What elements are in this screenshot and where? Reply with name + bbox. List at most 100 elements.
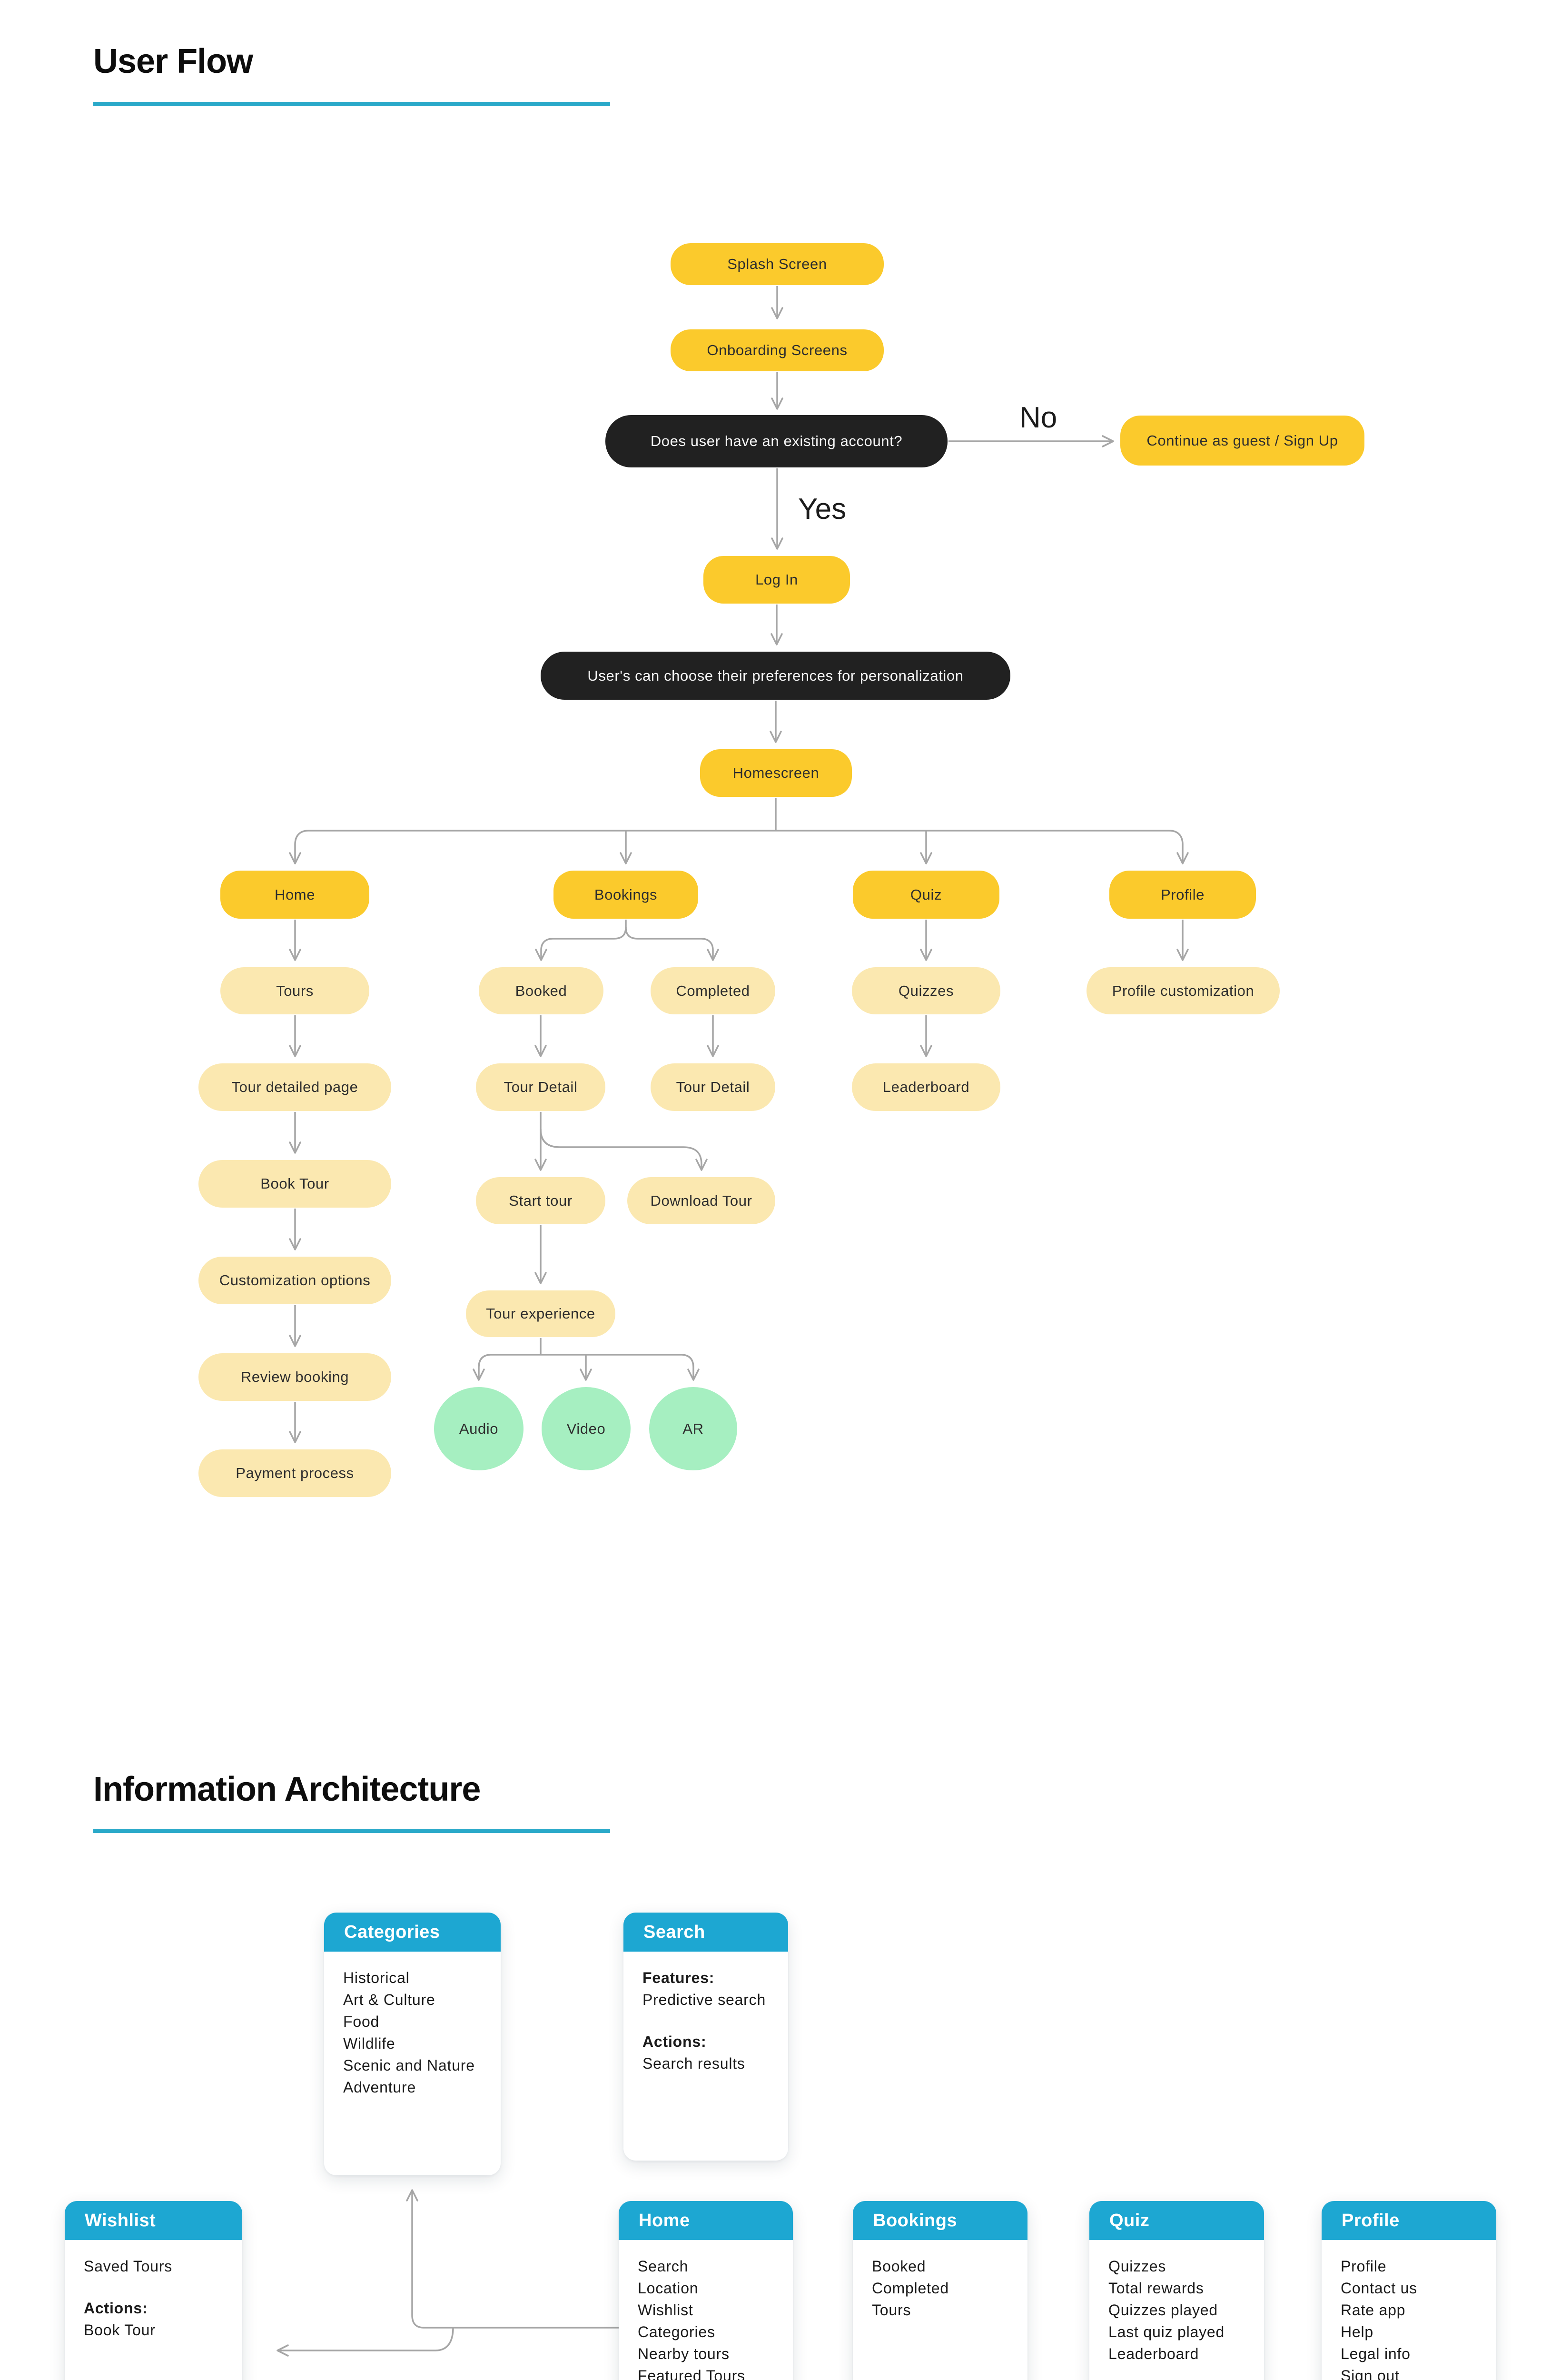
- flow-arrows: [289, 286, 1189, 1443]
- card-list-item: Wildlife: [343, 2035, 395, 2052]
- card-list-item: Actions:: [642, 2033, 707, 2050]
- card-list-item: Rate app: [1341, 2301, 1406, 2319]
- card-header-search: Search: [623, 1913, 788, 1952]
- flow-node-onboarding-screens: Onboarding Screens: [671, 329, 884, 371]
- ia-arrows: [277, 2189, 619, 2357]
- card-list-item: Featured Tours: [638, 2367, 745, 2380]
- card-list-item: Nearby tours: [638, 2345, 730, 2362]
- card-header-wishlist: Wishlist: [65, 2201, 242, 2240]
- user-flow-title: User Flow: [93, 42, 253, 80]
- flow-node-homescreen: Homescreen: [700, 749, 852, 797]
- flow-node-quizzes: Quizzes: [852, 967, 1000, 1014]
- card-list-item: Predictive search: [642, 1991, 766, 2008]
- flow-node-continue-as-guest: Continue as guest / Sign Up: [1120, 416, 1364, 466]
- card-list-item: Leaderboard: [1108, 2345, 1199, 2362]
- card-list-item: Art & Culture: [343, 1991, 435, 2008]
- card-list-item: Profile: [1341, 2258, 1387, 2275]
- flow-node-tour-detail-booked: Tour Detail: [476, 1063, 605, 1111]
- card-list-item: Saved Tours: [84, 2258, 173, 2275]
- card-header-home: Home: [619, 2201, 793, 2240]
- card-header-categories: Categories: [324, 1913, 501, 1952]
- flow-node-preferences: User's can choose their preferences for …: [541, 652, 1010, 700]
- flow-node-quiz: Quiz: [853, 871, 999, 919]
- flow-node-tour-experience: Tour experience: [466, 1290, 615, 1337]
- flow-node-splash-screen: Splash Screen: [671, 243, 884, 285]
- card-list-item: Search results: [642, 2055, 745, 2072]
- flow-node-tours: Tours: [220, 967, 369, 1014]
- flow-node-book-tour: Book Tour: [198, 1160, 391, 1208]
- flow-node-customization-options: Customization options: [198, 1257, 391, 1304]
- information-architecture-title: Information Architecture: [93, 1770, 481, 1808]
- bookings-fan-completed: [625, 927, 719, 961]
- flow-node-booked: Booked: [479, 967, 603, 1014]
- flow-node-profile-customization: Profile customization: [1087, 967, 1280, 1014]
- card-list-item: Scenic and Nature: [343, 2057, 475, 2074]
- card-list-item: Quizzes played: [1108, 2301, 1218, 2319]
- card-list-item: Legal info: [1341, 2345, 1411, 2362]
- information-architecture-title-underline: [93, 1829, 610, 1833]
- flow-node-download-tour: Download Tour: [627, 1177, 775, 1224]
- card-list-item: Historical: [343, 1969, 410, 1986]
- arrow-home-wishlist: [277, 2327, 454, 2357]
- flow-node-tour-detail-completed: Tour Detail: [651, 1063, 775, 1111]
- card-list-item: Categories: [638, 2323, 715, 2340]
- flow-node-completed: Completed: [651, 967, 775, 1014]
- experience-fan-audio: [473, 1354, 491, 1381]
- card-list-item: Contact us: [1341, 2280, 1417, 2297]
- flow-node-tour-detailed-page: Tour detailed page: [198, 1063, 391, 1111]
- flow-node-profile: Profile: [1109, 871, 1256, 919]
- card-list-item: Location: [638, 2280, 699, 2297]
- flow-node-ar: AR: [649, 1387, 737, 1470]
- card-list-item: Help: [1341, 2323, 1374, 2340]
- card-list-item: Adventure: [343, 2079, 416, 2096]
- card-list-item: Tours: [872, 2301, 911, 2319]
- flow-node-payment-process: Payment process: [198, 1449, 391, 1497]
- card-list-item: Search: [638, 2258, 689, 2275]
- user-flow-title-underline: [93, 102, 610, 106]
- flow-node-home: Home: [220, 871, 369, 919]
- flow-node-review-booking: Review booking: [198, 1353, 391, 1401]
- card-list-item: Wishlist: [638, 2301, 693, 2319]
- flow-node-video: Video: [542, 1387, 631, 1470]
- card-header-profile: Profile: [1322, 2201, 1496, 2240]
- branch-label-yes: Yes: [798, 493, 847, 526]
- card-list-item: Food: [343, 2013, 380, 2030]
- flow-node-account-question: Does user have an existing account?: [605, 415, 948, 467]
- card-list-item: Book Tour: [84, 2321, 156, 2339]
- arrow-tourdetail-download: [540, 1129, 708, 1171]
- card-header-bookings: Bookings: [853, 2201, 1027, 2240]
- card-header-quiz: Quiz: [1089, 2201, 1264, 2240]
- card-list-item: Completed: [872, 2280, 949, 2297]
- flow-node-start-tour: Start tour: [476, 1177, 605, 1224]
- card-list-item: Booked: [872, 2258, 926, 2275]
- flow-node-audio: Audio: [434, 1387, 524, 1470]
- homescreen-fan-profile: [1169, 830, 1189, 864]
- branch-label-no: No: [1019, 401, 1057, 434]
- card-list-item: Sign out: [1341, 2367, 1400, 2380]
- flow-node-log-in: Log In: [703, 556, 850, 604]
- experience-fan-ar: [682, 1354, 700, 1381]
- card-list-item: Features:: [642, 1969, 715, 1986]
- flow-node-leaderboard: Leaderboard: [852, 1063, 1000, 1111]
- card-list-item: Total rewards: [1108, 2280, 1204, 2297]
- card-list-item: Actions:: [84, 2300, 148, 2317]
- bookings-fan-booked: [535, 927, 627, 961]
- card-list-item: Quizzes: [1108, 2258, 1166, 2275]
- homescreen-fan-home: [289, 830, 309, 864]
- card-list-item: Last quiz played: [1108, 2323, 1225, 2340]
- arrow-home-categories: [406, 2189, 619, 2329]
